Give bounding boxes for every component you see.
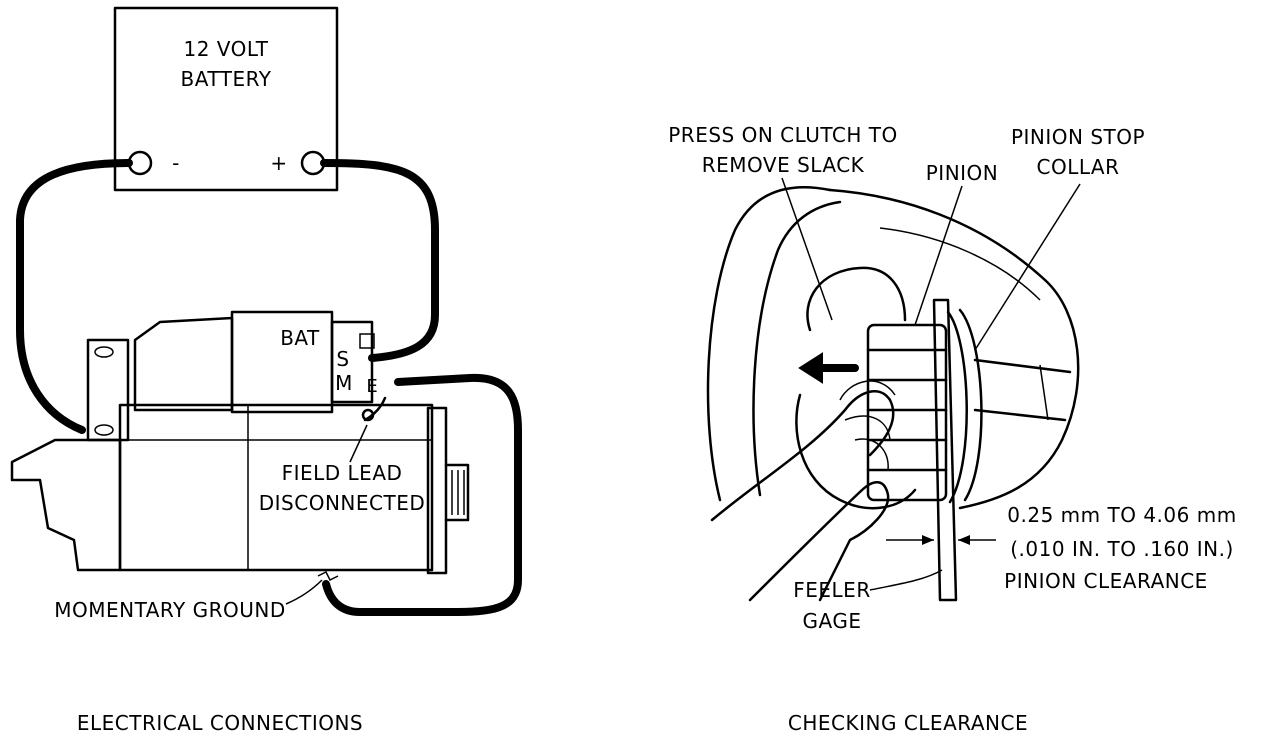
drive-housing (10, 438, 122, 572)
solenoid-plunger-housing (133, 316, 234, 412)
caption-electrical-connections: ELECTRICAL CONNECTIONS (77, 711, 363, 735)
shaft-upper (973, 358, 1072, 374)
clearance-in-label: (.010 IN. TO .160 IN.) (1010, 537, 1234, 561)
end-cap (426, 406, 448, 575)
battery-label-line1: 12 VOLT (184, 37, 269, 61)
battery-label-line2: BATTERY (181, 67, 272, 91)
stop-collar-label-1: PINION STOP (1011, 125, 1145, 149)
m-terminal-label: M (335, 371, 353, 395)
positive-cable (320, 159, 439, 362)
hand (710, 380, 896, 602)
solenoid-cap (330, 320, 374, 404)
feeler-gage-label-2: GAGE (803, 609, 862, 633)
press-clutch-leader (781, 177, 833, 321)
mounting-flange (86, 338, 130, 442)
field-lead-leader (349, 424, 368, 463)
press-clutch-label-2: REMOVE SLACK (702, 153, 865, 177)
checking-clearance-figure: PRESS ON CLUTCH TO REMOVE SLACK PINION P… (668, 123, 1236, 735)
stop-collar-leader (974, 183, 1081, 351)
caption-checking-clearance: CHECKING CLEARANCE (788, 711, 1028, 735)
electrical-connections-figure: 12 VOLT BATTERY - + (10, 6, 522, 735)
pinion-gear (866, 323, 948, 502)
solenoid: BAT S M E (133, 310, 387, 422)
negative-sign: - (172, 151, 180, 175)
feeler-gage-blade (932, 298, 958, 602)
pinion-label: PINION (926, 161, 999, 185)
housing-outer-left (706, 186, 832, 502)
hand-thumb (748, 481, 890, 602)
feeler-gage-leader (869, 569, 943, 591)
momentary-ground-cable (322, 373, 522, 616)
field-lead-label-1: FIELD LEAD (282, 461, 403, 485)
starter-motor (10, 338, 470, 575)
bat-terminal-label: BAT (280, 326, 320, 350)
push-arrow-head (798, 352, 823, 384)
pinion-stop-collar (958, 308, 983, 502)
negative-cable (16, 159, 133, 434)
press-clutch-label-1: PRESS ON CLUTCH TO (668, 123, 898, 147)
clutch-top (806, 266, 907, 332)
e-terminal-label: E (366, 376, 377, 397)
battery: 12 VOLT BATTERY - + (113, 6, 339, 192)
s-terminal-label: S (336, 347, 349, 371)
clutch-bottom (795, 393, 917, 510)
hand-index-finger (710, 390, 895, 522)
pinion-leader (914, 185, 963, 326)
momentary-ground-label: MOMENTARY GROUND (54, 598, 286, 622)
motor-frame (118, 403, 434, 572)
clearance-mm-label: 0.25 mm TO 4.06 mm (1007, 503, 1236, 527)
momentary-ground-leader (285, 579, 323, 605)
pinion-body (866, 323, 948, 502)
housing-outer-right (828, 188, 1080, 510)
battery-box (113, 6, 339, 192)
positive-sign: + (270, 151, 287, 175)
shaft-lower (973, 408, 1067, 422)
pinion-clearance-label: PINION CLEARANCE (1004, 569, 1208, 593)
feeler-gage-label-1: FEELER (793, 578, 870, 602)
field-lead-label-2: DISCONNECTED (259, 491, 425, 515)
housing-inner-left (752, 200, 842, 497)
stop-collar-label-2: COLLAR (1036, 155, 1119, 179)
end-bushing (444, 463, 470, 522)
